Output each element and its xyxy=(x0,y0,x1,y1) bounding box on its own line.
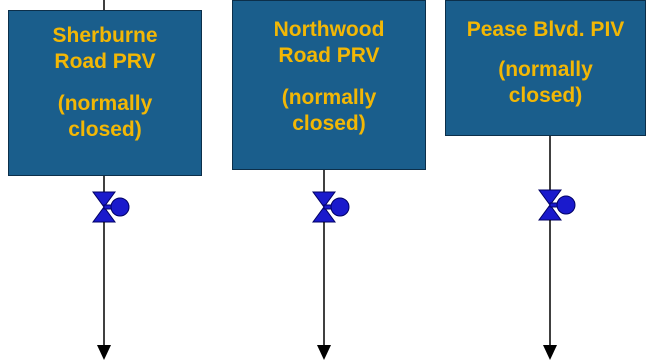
valve-icon xyxy=(538,189,576,221)
valve-icon xyxy=(312,191,350,223)
valve-icon xyxy=(92,191,130,223)
valve-state: (normally closed) xyxy=(57,92,153,141)
valve-box-pease: Pease Blvd. PIV (normally closed) xyxy=(445,0,646,136)
valve-branch-sherburne xyxy=(92,176,130,360)
arrow-down-icon xyxy=(97,345,111,360)
valve-branch-northwood xyxy=(312,170,350,360)
valve-state: (normally closed) xyxy=(498,58,593,107)
valve-state: (normally closed) xyxy=(281,86,377,135)
valve-box-sherburne: Sherburne Road PRV (normally closed) xyxy=(8,10,202,176)
valve-box-northwood: Northwood Road PRV (normally closed) xyxy=(232,0,426,170)
valve-branch-pease xyxy=(538,136,576,360)
valve-name: Northwood Road PRV xyxy=(273,18,385,67)
arrow-down-icon xyxy=(543,345,557,360)
valve-name: Sherburne Road PRV xyxy=(52,24,158,73)
arrow-down-icon xyxy=(317,345,331,360)
valve-name: Pease Blvd. PIV xyxy=(466,18,625,41)
